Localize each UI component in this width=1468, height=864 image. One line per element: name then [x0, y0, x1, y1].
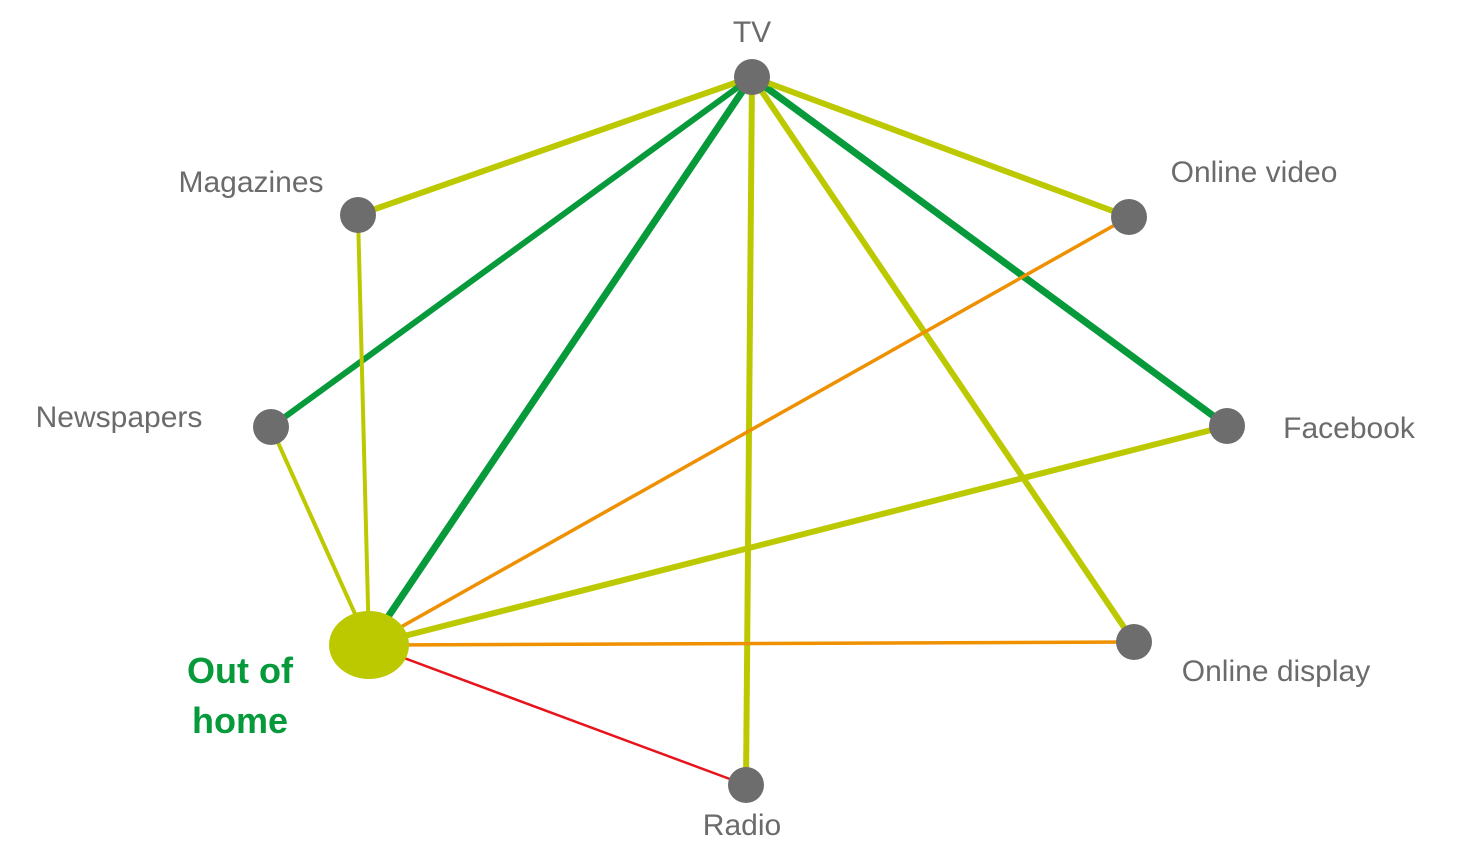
node-label-tv: TV — [733, 16, 771, 49]
link-tv-facebook — [749, 74, 1230, 429]
node-newspapers — [253, 409, 289, 445]
node-label-facebook: Facebook — [1283, 412, 1416, 445]
link-tv-newspapers — [269, 74, 754, 430]
link-tv-magazines — [357, 74, 753, 218]
node-facebook — [1209, 408, 1245, 444]
link-facebook-out_of_home — [368, 423, 1228, 648]
node-radio — [728, 767, 764, 803]
node-online_display — [1116, 624, 1152, 660]
link-online_video-out_of_home — [368, 215, 1130, 647]
link-radio-out_of_home — [368, 643, 747, 787]
node-online_video — [1111, 199, 1147, 235]
node-out-of-home — [329, 611, 409, 679]
focus-label-line-2: home — [192, 700, 288, 741]
link-tv-online_display — [749, 75, 1137, 644]
link-tv-out_of_home — [366, 75, 755, 647]
node-label-online_display: Online display — [1182, 655, 1370, 688]
links-layer — [269, 74, 1230, 787]
node-label-online_video: Online video — [1171, 156, 1338, 189]
node-tv — [734, 59, 770, 95]
node-magazines — [340, 197, 376, 233]
nodes-layer — [253, 59, 1245, 803]
link-newspapers-out_of_home — [269, 426, 371, 646]
node-label-newspapers: Newspapers — [36, 401, 203, 434]
focus-label-line-1: Out of — [187, 650, 294, 691]
link-magazines-out_of_home — [356, 214, 371, 646]
node-label-magazines: Magazines — [178, 166, 323, 199]
node-label-radio: Radio — [703, 809, 781, 842]
link-online_display-out_of_home — [368, 640, 1135, 647]
link-tv-online_video — [750, 74, 1131, 220]
